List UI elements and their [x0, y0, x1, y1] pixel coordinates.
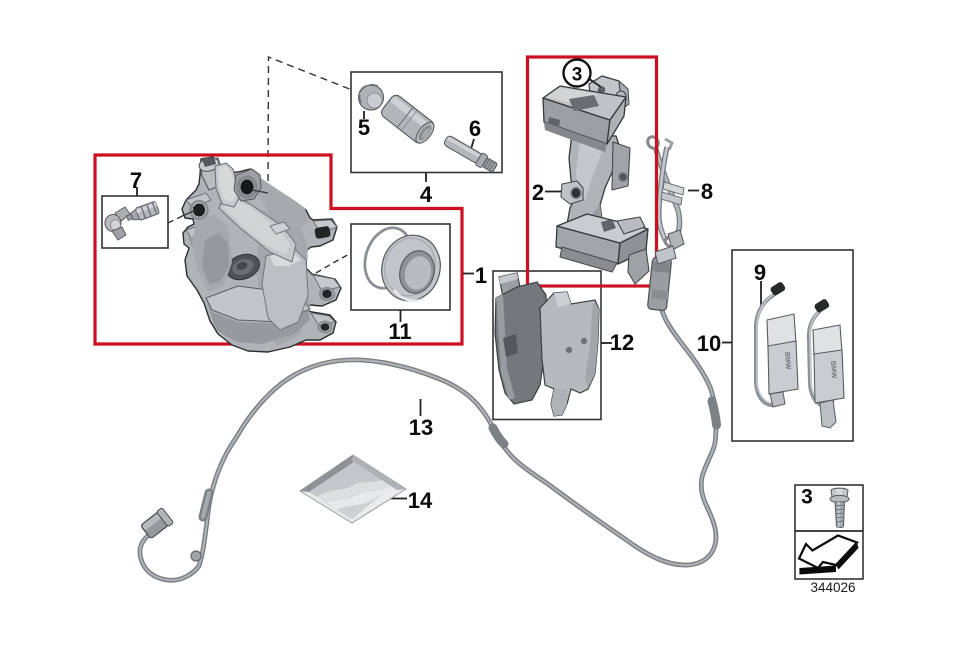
svg-text:BMW: BMW	[829, 361, 837, 379]
svg-text:344026: 344026	[810, 580, 855, 595]
svg-text:8: 8	[701, 179, 713, 204]
svg-text:9: 9	[754, 260, 766, 285]
svg-text:4: 4	[420, 182, 433, 207]
svg-text:7: 7	[130, 168, 142, 193]
svg-text:5: 5	[358, 115, 370, 140]
svg-text:3: 3	[801, 486, 813, 509]
svg-text:13: 13	[409, 415, 433, 440]
svg-text:BMW: BMW	[783, 352, 791, 370]
svg-text:6: 6	[469, 116, 481, 141]
svg-text:2: 2	[532, 180, 544, 205]
svg-text:3: 3	[572, 65, 583, 86]
svg-text:1: 1	[475, 263, 487, 288]
svg-text:11: 11	[388, 319, 411, 344]
svg-text:14: 14	[408, 488, 433, 513]
svg-text:12: 12	[610, 330, 634, 355]
svg-text:10: 10	[697, 331, 721, 356]
